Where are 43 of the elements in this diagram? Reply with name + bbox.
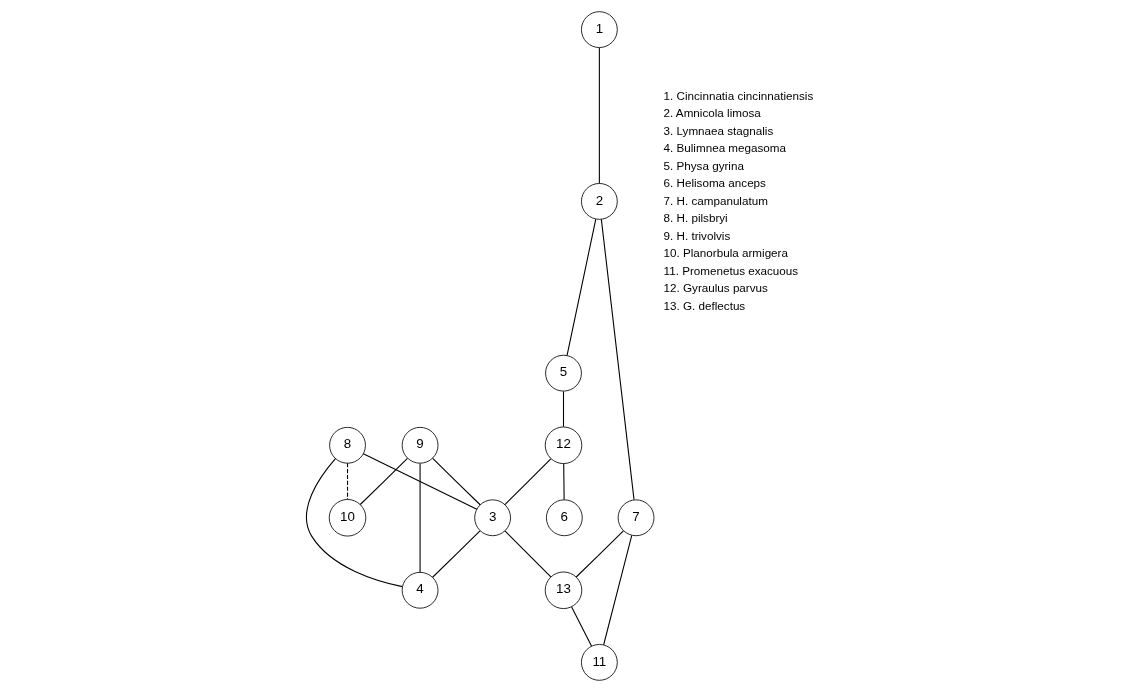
node-circle: 7 — [617, 499, 655, 537]
label: 11. Promenetus exacuous — [663, 263, 799, 277]
node-circle: 3 — [474, 499, 511, 537]
connector — [504, 530, 552, 578]
connector — [432, 457, 481, 506]
node-circle: 5 — [545, 354, 582, 392]
node-circle: 6 — [546, 499, 583, 537]
label: 8. H. pilsbryi — [663, 211, 728, 225]
label: 12. Gyraulus parvus — [663, 281, 768, 295]
connector — [419, 462, 421, 573]
connector — [562, 390, 565, 428]
connector — [603, 534, 633, 646]
connector — [504, 458, 552, 506]
label: 4. Bulimnea megasoma — [663, 141, 787, 155]
connector — [600, 218, 635, 501]
node-circle: 13 — [544, 571, 583, 609]
node-circle: 11 — [581, 644, 618, 681]
connector — [362, 453, 478, 510]
label: 2. Amnicola limosa — [663, 106, 761, 120]
label: 13. G. deflectus — [663, 298, 746, 312]
label: 9. H. trivolvis — [663, 228, 731, 242]
connector — [566, 218, 597, 357]
label: 5. Physa gyrina — [663, 158, 744, 172]
connector — [305, 458, 403, 588]
connector — [598, 47, 600, 184]
node-circle: 2 — [581, 183, 618, 220]
node-circle: 10 — [328, 499, 367, 537]
connector — [359, 457, 408, 506]
connector — [432, 530, 481, 578]
connector — [563, 463, 565, 501]
node-circle: 12 — [544, 426, 583, 464]
node-circle: 8 — [329, 426, 366, 464]
node-circle: 4 — [401, 571, 439, 609]
label: 10. Planorbula armigera — [663, 246, 788, 260]
label: 3. Lymnaea stagnalis — [663, 123, 774, 137]
node-circle: 1 — [581, 11, 618, 48]
connector — [571, 606, 593, 647]
connector — [575, 530, 624, 578]
label: 7. H. campanulatum — [663, 193, 768, 207]
label: 6. Helisoma anceps — [663, 176, 766, 190]
node-circle: 9 — [401, 426, 439, 464]
connector — [347, 462, 349, 500]
label: 1. Cincinnatia cincinnatiensis — [663, 88, 814, 102]
